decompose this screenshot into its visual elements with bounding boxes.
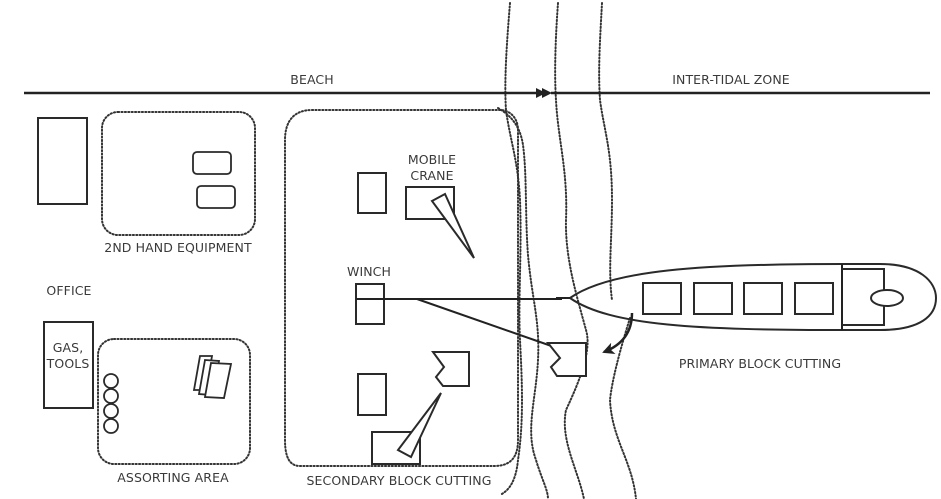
- ship-block-4: [794, 282, 834, 315]
- gas-cylinder-icon: [103, 388, 119, 404]
- equipment-item-1: [192, 151, 232, 175]
- crane-base-secondary: [371, 431, 421, 465]
- ship-block-3: [743, 282, 783, 315]
- steel-plate-icon: [203, 362, 233, 399]
- gas-cylinder-icon: [103, 373, 119, 389]
- gas-tools-storage: [43, 321, 94, 409]
- winch: [355, 283, 385, 325]
- intertidal-zone-label: INTER-TIDAL ZONE: [672, 72, 790, 87]
- mobile-crane-label-line2: CRANE: [410, 168, 453, 183]
- block-drop-arrow: [602, 312, 634, 354]
- equipment-area: [101, 111, 256, 236]
- gas-tools-label-line2: TOOLS: [46, 356, 90, 371]
- ship-block-2: [693, 282, 733, 315]
- gas-cylinder-icon: [103, 418, 119, 434]
- secondary-cutting-area: [284, 109, 519, 467]
- crane-boom-secondary: [396, 392, 442, 459]
- coastline-dotted-1b: [497, 107, 549, 499]
- coastline-dotted-2: [554, 2, 589, 499]
- gas-tools-label-line1: GAS,: [53, 340, 84, 355]
- assorting-area: [97, 338, 251, 465]
- office-building: [37, 117, 88, 205]
- coastline-dotted-3b: [608, 317, 637, 499]
- coastline-dotted-3: [598, 2, 614, 301]
- gas-cylinders: [103, 373, 119, 434]
- mobile-crane-boom: [430, 192, 475, 259]
- beach-label: BEACH: [290, 72, 333, 87]
- ship-hull: [568, 263, 938, 331]
- mobile-crane-label-line1: MOBILE: [408, 152, 456, 167]
- steel-plates-stack: [192, 355, 233, 399]
- gas-cylinder-icon: [103, 403, 119, 419]
- cut-block-intertidal: [545, 342, 587, 377]
- equipment-label: 2ND HAND EQUIPMENT: [104, 240, 252, 255]
- primary-cutting-label: PRIMARY BLOCK CUTTING: [679, 356, 841, 371]
- block-secondary-1: [357, 172, 387, 214]
- coastline-dotted-1: [499, 2, 523, 496]
- cut-block-secondary: [431, 351, 470, 387]
- block-secondary-2: [357, 373, 387, 416]
- office-label: OFFICE: [46, 283, 91, 298]
- ship-funnel-icon: [870, 289, 904, 307]
- secondary-cutting-label: SECONDARY BLOCK CUTTING: [307, 473, 492, 488]
- winch-label: WINCH: [347, 264, 391, 279]
- winch-cable-to-block: [416, 298, 561, 350]
- ship-block-1: [642, 282, 682, 315]
- equipment-item-2: [196, 185, 236, 209]
- mobile-crane-base: [405, 186, 455, 220]
- assorting-area-label: ASSORTING AREA: [117, 470, 229, 485]
